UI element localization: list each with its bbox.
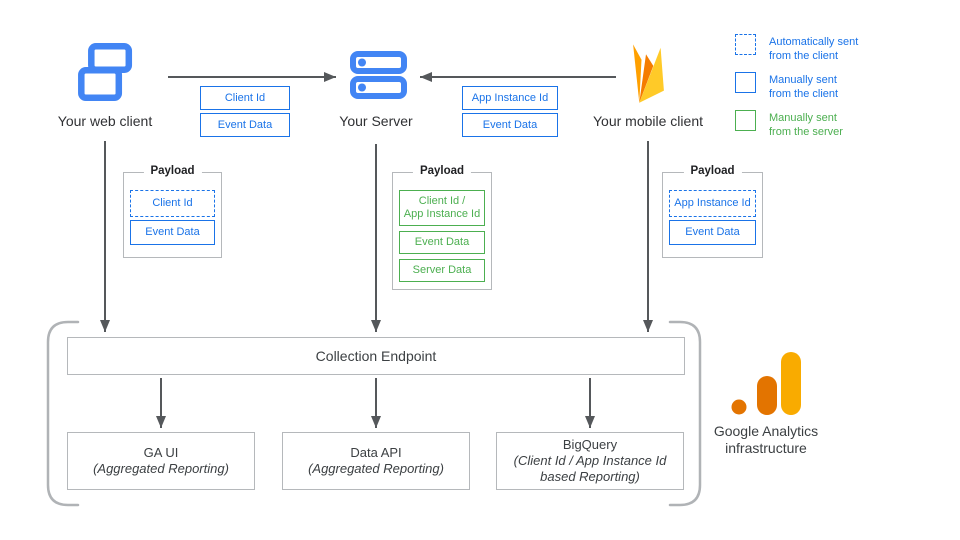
payload-item-event-data: Event Data	[669, 220, 756, 245]
collection-endpoint-box: Collection Endpoint	[67, 337, 685, 375]
google-analytics-logo-icon	[731, 352, 801, 415]
collection-endpoint-label: Collection Endpoint	[315, 348, 437, 364]
output-title: BigQuery	[562, 437, 618, 452]
payload-server: Payload Client Id / App Instance Id Even…	[392, 165, 492, 290]
payload-item-event-data: Event Data	[130, 220, 215, 245]
infrastructure-caption: Google Analytics infrastructure	[713, 423, 819, 456]
dashed-blue-box-icon	[735, 34, 756, 55]
output-subtitle: (Client Id / App Instance Id based Repor…	[513, 453, 667, 484]
payload-web: Payload Client Id Event Data	[123, 165, 222, 258]
output-box-bigquery: BigQuery (Client Id / App Instance Id ba…	[496, 432, 684, 490]
output-subtitle: (Aggregated Reporting)	[93, 461, 229, 476]
payload-mobile: Payload App Instance Id Event Data	[662, 165, 763, 258]
bracket-right	[668, 320, 702, 507]
output-box-data-api: Data API (Aggregated Reporting)	[282, 432, 470, 490]
output-title: Data API	[350, 445, 402, 460]
payload-title: Payload	[143, 165, 202, 177]
payload-item-client-id: Client Id	[130, 190, 215, 217]
solid-blue-box-icon	[735, 72, 756, 93]
output-subtitle: (Aggregated Reporting)	[308, 461, 444, 476]
server-label: Your Server	[339, 113, 413, 129]
mobile-client-label: Your mobile client	[593, 113, 703, 129]
web-client-label: Your web client	[57, 113, 153, 129]
payload-item-app-instance-id: App Instance Id	[669, 190, 756, 217]
server-icon	[350, 51, 407, 99]
firebase-icon	[633, 44, 664, 103]
bracket-left	[46, 320, 80, 507]
tag-app-instance-id: App Instance Id	[462, 86, 558, 110]
payload-item-client-app-id: Client Id / App Instance Id	[399, 190, 485, 226]
payload-title: Payload	[683, 165, 742, 177]
web-client-icon	[78, 43, 133, 102]
payload-item-event-data: Event Data	[399, 231, 485, 254]
tag-client-id: Client Id	[200, 86, 290, 110]
payload-item-server-data: Server Data	[399, 259, 485, 282]
tag-event-data-web: Event Data	[200, 113, 290, 137]
tag-event-data-mobile: Event Data	[462, 113, 558, 137]
payload-title: Payload	[412, 165, 472, 177]
output-box-ga-ui: GA UI (Aggregated Reporting)	[67, 432, 255, 490]
output-title: GA UI	[143, 445, 179, 460]
green-box-icon	[735, 110, 756, 131]
